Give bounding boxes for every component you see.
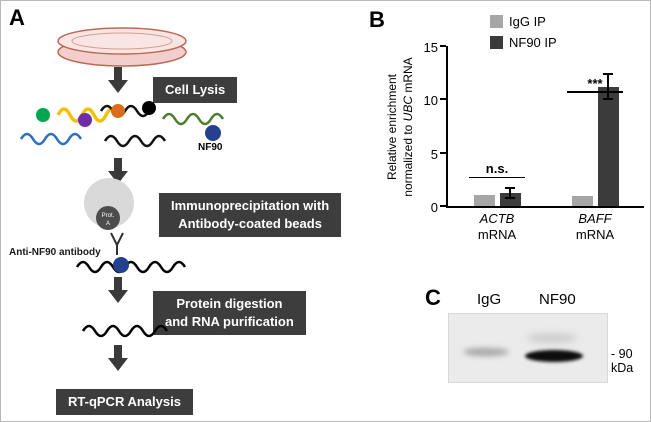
anti-nf90-antibody-label: Anti-NF90 antibody	[9, 247, 101, 258]
bar-igg-ip-baff	[571, 196, 593, 206]
bar-nf90-ip-baff	[597, 86, 619, 206]
bead-antibody-graphic: Prot. A	[75, 178, 187, 274]
step-cell-lysis: Cell Lysis	[153, 77, 238, 104]
western-blot-image	[448, 313, 608, 383]
step-protein-digestion: Protein digestion and RNA purification	[153, 291, 306, 336]
ip-label-line1: Immunoprecipitation with	[171, 198, 330, 213]
panel-c-label: C	[425, 285, 441, 310]
significance-line	[567, 91, 623, 93]
bar-nf90-ip-actb	[499, 193, 521, 206]
y-axis-tick-label: 10	[423, 93, 438, 109]
down-arrow-icon	[108, 67, 128, 93]
y-axis-tick-label: 15	[423, 40, 438, 55]
error-bar	[509, 188, 511, 198]
y-axis-label-line1: Relative enrichment	[385, 73, 399, 181]
digestion-line1: Protein digestion	[176, 296, 283, 311]
legend-swatch-nf90-ip	[490, 36, 503, 49]
y-axis-label-line2-post: mRNA	[400, 57, 415, 96]
y-axis-tick	[440, 98, 446, 101]
blot-band-nf90	[525, 350, 583, 362]
y-axis-tick	[440, 151, 446, 154]
lane-label-igg: IgG	[477, 291, 502, 308]
step-rtqpcr: RT-qPCR Analysis	[56, 389, 193, 416]
y-axis-label-line2-pre: normalized to	[400, 121, 415, 197]
prot-a-text-line1: Prot.	[102, 213, 115, 219]
error-bar-cap	[603, 98, 613, 101]
molecular-weight-marker: - 90 kDa	[611, 347, 634, 375]
down-arrow-icon	[108, 345, 128, 371]
legend-label-igg-ip: IgG IP	[509, 14, 546, 29]
nf90-dot-label: NF90	[198, 142, 223, 153]
ip-label-line2: Antibody-coated beads	[178, 216, 322, 232]
y-axis-label: Relative enrichment normalized to UBC mR…	[385, 43, 419, 211]
blot-smear-nf90	[527, 334, 577, 342]
step-immunoprecipitation: Immunoprecipitation with Antibody-coated…	[159, 193, 342, 238]
bar-igg-ip-actb	[473, 195, 495, 206]
legend-swatch-igg-ip	[490, 15, 503, 28]
error-bar-cap	[603, 72, 613, 75]
purified-rna-squiggle	[81, 324, 169, 338]
y-axis-tick-label: 0	[430, 200, 438, 215]
significance-line	[469, 176, 525, 179]
y-axis-tick	[440, 45, 446, 47]
error-bar	[607, 73, 609, 100]
panel-a-label: A	[9, 5, 25, 30]
panel-b-label: B	[369, 7, 385, 32]
down-arrow-icon	[108, 277, 128, 303]
y-axis-tick-label: 5	[430, 146, 438, 162]
petri-dish-icon	[57, 27, 187, 67]
significance-label: ***	[587, 75, 603, 91]
rna-protein-cluster	[19, 101, 225, 148]
y-axis-tick	[440, 205, 446, 207]
lane-label-nf90: NF90	[539, 291, 576, 308]
legend-label-nf90-ip: NF90 IP	[509, 35, 557, 50]
significance-label: n.s.	[485, 161, 509, 177]
blot-band-igg	[463, 348, 509, 356]
down-arrow-icon	[108, 158, 128, 184]
error-bar-cap	[505, 187, 515, 190]
error-bar-cap	[505, 197, 515, 199]
y-axis-label-gene: UBC	[400, 95, 415, 122]
legend-item-igg-ip: IgG IP	[490, 14, 557, 29]
prot-a-text-line2: A	[106, 221, 110, 227]
chart-legend: IgG IP NF90 IP	[490, 14, 557, 56]
legend-item-nf90-ip: NF90 IP	[490, 35, 557, 50]
digestion-line2: and RNA purification	[165, 314, 294, 330]
